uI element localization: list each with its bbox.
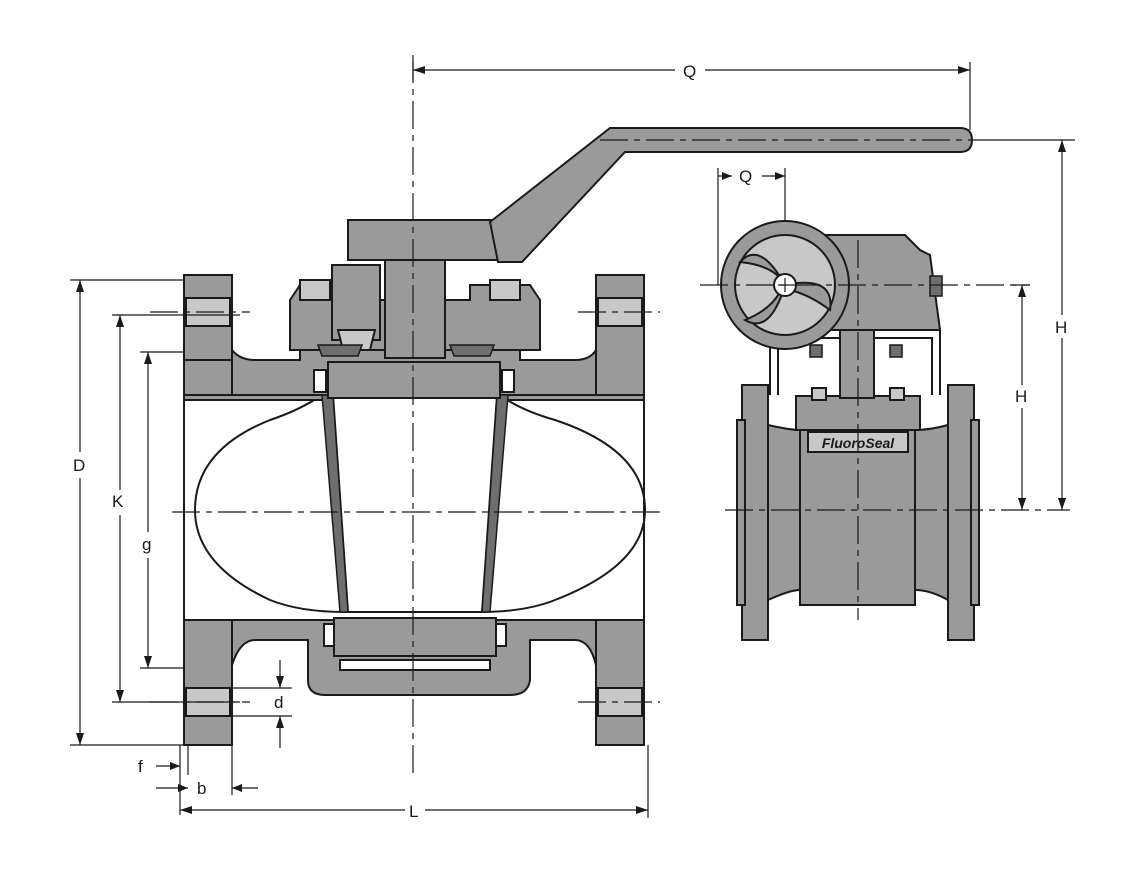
dim-label-b: b	[197, 779, 206, 798]
seal-left-top	[313, 369, 327, 393]
seal-ring-left	[316, 344, 364, 357]
gear-view-cover-bolt-2	[889, 387, 905, 401]
dim-label-h-inner: H	[1015, 387, 1027, 406]
adjuster-right	[489, 279, 521, 301]
right-flange	[595, 274, 645, 396]
handwheel-spokes	[737, 253, 832, 325]
left-flange-lower	[183, 619, 233, 746]
gear-view-cover-bolt-1	[811, 387, 827, 401]
dim-label-q-wheel: Q	[739, 167, 752, 186]
plug-sleeve-right	[481, 394, 509, 613]
gear-view-nut-right	[889, 344, 903, 358]
stem-bolt	[331, 264, 381, 341]
seal-ring-right	[448, 344, 496, 357]
right-flange-lower	[595, 619, 645, 746]
dim-label-k: K	[112, 492, 124, 511]
gear-view-right-flange	[947, 384, 975, 641]
stem	[384, 257, 446, 359]
dim-label-d-bore: d	[274, 693, 283, 712]
dim-label-d-outer: D	[73, 456, 85, 475]
dimensions-gear-view: Q H H	[717, 139, 1075, 510]
dimensions-section: Q D K g d	[70, 62, 971, 821]
dim-label-q-top: Q	[683, 62, 696, 81]
dim-label-h-outer: H	[1055, 318, 1067, 337]
gear-view-nut-left	[809, 344, 823, 358]
section-view	[150, 55, 980, 775]
seal-right-bottom	[495, 623, 507, 647]
adjuster-left	[299, 279, 331, 301]
plug-bottom	[333, 617, 497, 657]
plug-top	[327, 361, 501, 399]
gear-view-right-face	[970, 419, 980, 606]
seal-left-bottom	[323, 623, 335, 647]
gearbox-bolt	[929, 275, 943, 297]
gear-view-left-face	[736, 419, 746, 606]
dim-label-g: g	[142, 535, 151, 554]
dim-label-f: f	[138, 757, 143, 776]
left-flange	[183, 274, 233, 396]
gear-view-left-flange	[741, 384, 769, 641]
gear-view-stem	[839, 329, 875, 399]
dim-label-l: L	[409, 802, 418, 821]
handle-hub	[347, 219, 499, 261]
bottom-cavity	[339, 659, 491, 671]
gear-operated-view: FluoroSeal	[700, 220, 1070, 641]
plug	[331, 394, 499, 613]
seal-right-top	[501, 369, 515, 393]
